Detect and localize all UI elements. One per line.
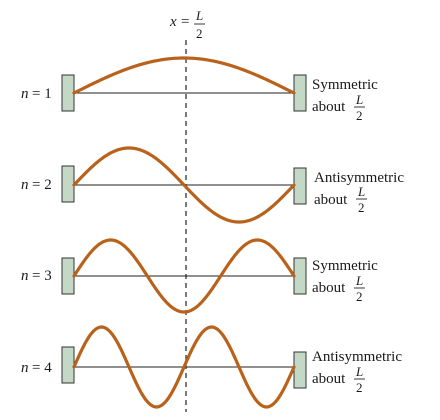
mode-1-about: about [312,99,346,115]
mode-2-about: about [314,192,348,208]
mode-2-right-clamp [293,167,307,205]
mode-row-3: n = 3 Symmetric about L 2 [21,238,378,314]
mode-4-right-clamp [293,351,307,389]
mode-1-n-value: = 1 [32,86,52,102]
mode-1-left-clamp [61,74,75,112]
mode-row-4: n = 4 Antisymmetric about L 2 [21,325,402,409]
mode-4-frac-den: 2 [356,380,363,395]
midpoint-eq: = [181,14,189,30]
mode-3-n-symbol: n [21,268,29,284]
mode-3-n-value: = 3 [32,268,52,284]
mode-3-left-clamp [61,257,75,295]
mode-4-n-value: = 4 [32,360,52,376]
mode-2-frac-den: 2 [358,200,365,215]
mode-2-left-clamp [61,165,75,203]
mode-4-wave [72,325,296,409]
midpoint-frac-num: L [195,8,203,23]
mode-3-right-clamp [293,257,307,295]
mode-3-about: about [312,280,346,296]
mode-3-frac-num: L [355,273,363,288]
midpoint-label: x = L 2 [169,8,205,41]
mode-1-n-symbol: n [21,86,29,102]
mode-1-description: Symmetric [312,77,378,93]
mode-3-wave [72,238,296,314]
mode-2-wave [72,146,296,224]
mode-3-description: Symmetric [312,258,378,274]
mode-2-description: Antisymmetric [314,170,404,186]
mode-4-description: Antisymmetric [312,349,402,365]
mode-4-n-symbol: n [21,360,29,376]
mode-4-about: about [312,371,346,387]
mode-1-right-clamp [293,74,307,112]
mode-2-n-value: = 2 [32,177,52,193]
mode-4-left-clamp [61,346,75,384]
mode-1-frac-den: 2 [356,108,363,123]
midpoint-x: x [169,14,177,30]
mode-3-frac-den: 2 [356,289,363,304]
midpoint-frac-den: 2 [196,26,203,41]
mode-row-2: n = 2 Antisymmetric about L 2 [21,146,404,224]
mode-1-wave [72,56,296,95]
mode-4-frac-num: L [355,364,363,379]
mode-2-n-symbol: n [21,177,29,193]
mode-row-1: n = 1 Symmetric about L 2 [21,56,378,123]
mode-1-frac-num: L [355,92,363,107]
mode-2-frac-num: L [357,184,365,199]
